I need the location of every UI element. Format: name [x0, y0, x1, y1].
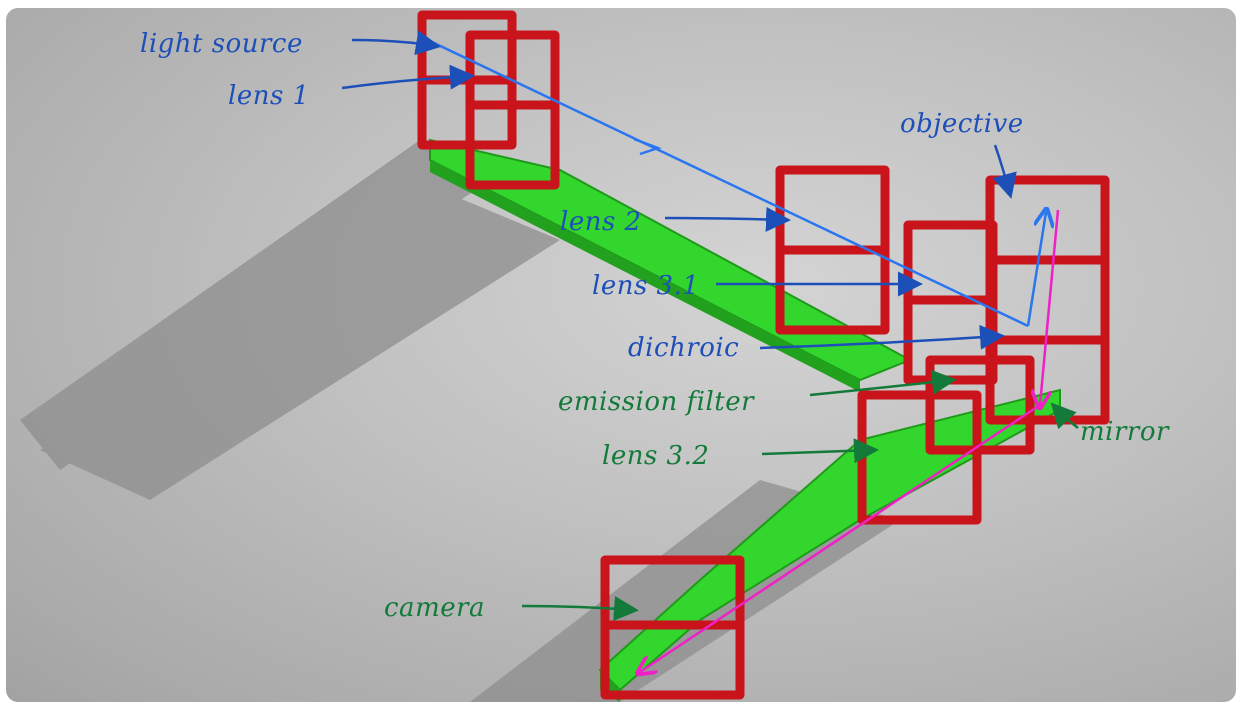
cube-objective — [985, 175, 1110, 425]
excitation-beam-up — [1026, 212, 1046, 327]
label-camera: camera — [384, 593, 485, 623]
annotation-arrows — [341, 30, 1079, 621]
label-light-source: light source — [140, 29, 303, 59]
label-dichroic: dichroic — [628, 333, 739, 363]
excitation-beam-horizontal — [431, 40, 1029, 328]
arrow-dichroic — [759, 324, 1005, 350]
arrow-objective — [992, 144, 1017, 199]
excitation-beam-path — [431, 40, 1046, 328]
excitation-direction-arrow — [633, 137, 662, 156]
arrow-camera — [521, 596, 639, 621]
label-emission-filter: emission filter — [558, 387, 755, 417]
arrow-lens-2 — [664, 206, 791, 232]
arrow-lens-1 — [341, 64, 475, 90]
label-lens-3-1: lens 3.1 — [592, 271, 699, 301]
cube-camera — [600, 555, 745, 700]
label-objective: objective — [900, 109, 1024, 139]
shadow-rail — [40, 190, 560, 500]
arrow-light-source — [351, 30, 441, 56]
label-lens-3-2: lens 3.2 — [602, 441, 709, 471]
label-lens-2: lens 2 — [560, 207, 642, 237]
arrow-lens-3-2 — [761, 438, 879, 464]
emission-beam-down — [1040, 209, 1060, 405]
emission-beam-path — [640, 209, 1060, 672]
emission-beam-to-camera — [640, 403, 1041, 672]
microscope-diagram: light source lens 1 objective lens 2 len… — [20, 10, 1170, 702]
label-mirror: mirror — [1080, 417, 1170, 447]
render-viewport: light source lens 1 objective lens 2 len… — [6, 8, 1236, 702]
arrow-emission-filter — [809, 369, 957, 397]
label-lens-1: lens 1 — [228, 81, 310, 111]
arrow-mirror — [1050, 402, 1079, 430]
baseplates-upper — [429, 138, 913, 392]
